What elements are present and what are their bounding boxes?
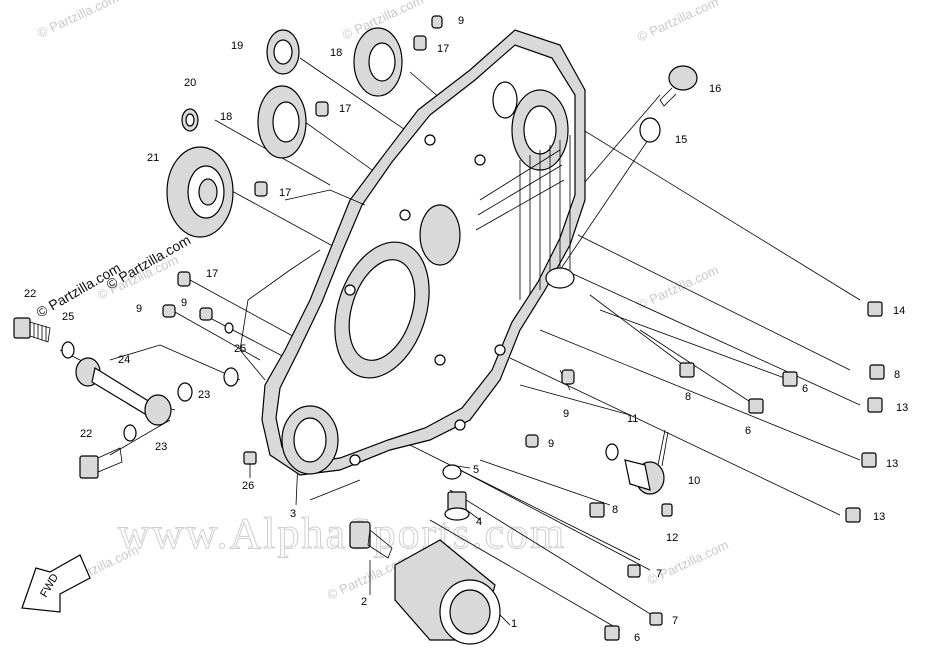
callout-23: 23 (155, 441, 167, 453)
oil-filter-1 (394, 539, 501, 645)
bolt-heads (589, 301, 885, 641)
gasket-5 (442, 464, 462, 480)
bearing-18-lower (257, 85, 307, 159)
callout-17: 17 (279, 187, 291, 199)
callout-19: 19 (231, 40, 243, 52)
callout-8: 8 (612, 504, 618, 516)
washer-23 (177, 382, 193, 402)
washer-23-lower (123, 424, 137, 442)
callout-7: 7 (656, 568, 662, 580)
callout-10: 10 (688, 475, 700, 487)
callout-18: 18 (330, 47, 342, 59)
watermark-partzilla: © Partzilla.com (35, 0, 121, 41)
callout-8: 8 (685, 391, 691, 403)
watermark-partzilla: © Partzilla.com (645, 537, 731, 588)
callout-15: 15 (675, 134, 687, 146)
callout-23: 23 (198, 389, 210, 401)
callout-17: 17 (339, 103, 351, 115)
callout-14: 14 (893, 305, 905, 317)
watermark-alphasports: www.AlphaSports.com (118, 509, 566, 558)
callout-22: 22 (24, 288, 36, 300)
callout-13: 13 (886, 458, 898, 470)
callout-6: 6 (802, 383, 808, 395)
relief-valve-bolt-lower (79, 447, 123, 479)
callout-9: 9 (548, 438, 554, 450)
callout-26: 26 (242, 480, 254, 492)
bearing-19 (266, 29, 300, 75)
drain-plug-26 (243, 451, 257, 465)
dowel-pins (162, 15, 575, 448)
callout-9: 9 (563, 408, 569, 420)
callout-3: 3 (290, 508, 296, 520)
crankcase-cover (239, 29, 586, 476)
filter-nipple-2 (349, 521, 393, 559)
callout-4: 4 (476, 516, 482, 528)
callout-5: 5 (473, 464, 479, 476)
o-ring-11 (605, 443, 619, 461)
callout-24: 24 (118, 354, 130, 366)
washer-23 (223, 367, 239, 387)
union-bolt-24 (75, 357, 172, 426)
o-ring-15 (639, 117, 661, 143)
o-ring-25 (224, 322, 234, 334)
callout-17: 17 (206, 268, 218, 280)
callout-6: 6 (634, 632, 640, 644)
sensor-10 (624, 429, 669, 495)
callout-20: 20 (184, 77, 196, 89)
callout-18: 18 (220, 111, 232, 123)
callout-16: 16 (709, 83, 721, 95)
callout-9: 9 (458, 15, 464, 27)
callout-7: 7 (672, 615, 678, 627)
callout-17: 17 (437, 43, 449, 55)
callout-12: 12 (666, 532, 678, 544)
callout-labels: 1 2 3 4 5 6 6 6 7 7 8 8 8 9 9 9 9 9 10 1… (24, 15, 908, 644)
callout-25: 25 (234, 343, 246, 355)
callout-22: 22 (80, 428, 92, 440)
bearing-21 (166, 146, 234, 238)
callout-9: 9 (181, 297, 187, 309)
callout-25: 25 (62, 311, 74, 323)
seal-20 (181, 108, 199, 132)
callout-13: 13 (896, 402, 908, 414)
plug-4 (444, 491, 470, 521)
bolt-12 (661, 503, 673, 517)
fwd-arrow-icon: FWD (21, 554, 91, 613)
oil-filler-cap-16 (659, 65, 698, 107)
relief-valve-bolt-upper (13, 317, 51, 343)
callout-9: 9 (136, 303, 142, 315)
callout-11: 11 (627, 413, 638, 425)
callout-21: 21 (147, 152, 159, 164)
callout-6: 6 (745, 425, 751, 437)
callout-8: 8 (894, 369, 900, 381)
watermark-partzilla: © Partzilla.com (635, 0, 721, 45)
washer-23-upper (61, 341, 75, 359)
bearing-18-upper (353, 27, 403, 97)
callout-13: 13 (873, 511, 885, 523)
callout-2: 2 (361, 596, 367, 608)
callout-1: 1 (511, 618, 517, 630)
